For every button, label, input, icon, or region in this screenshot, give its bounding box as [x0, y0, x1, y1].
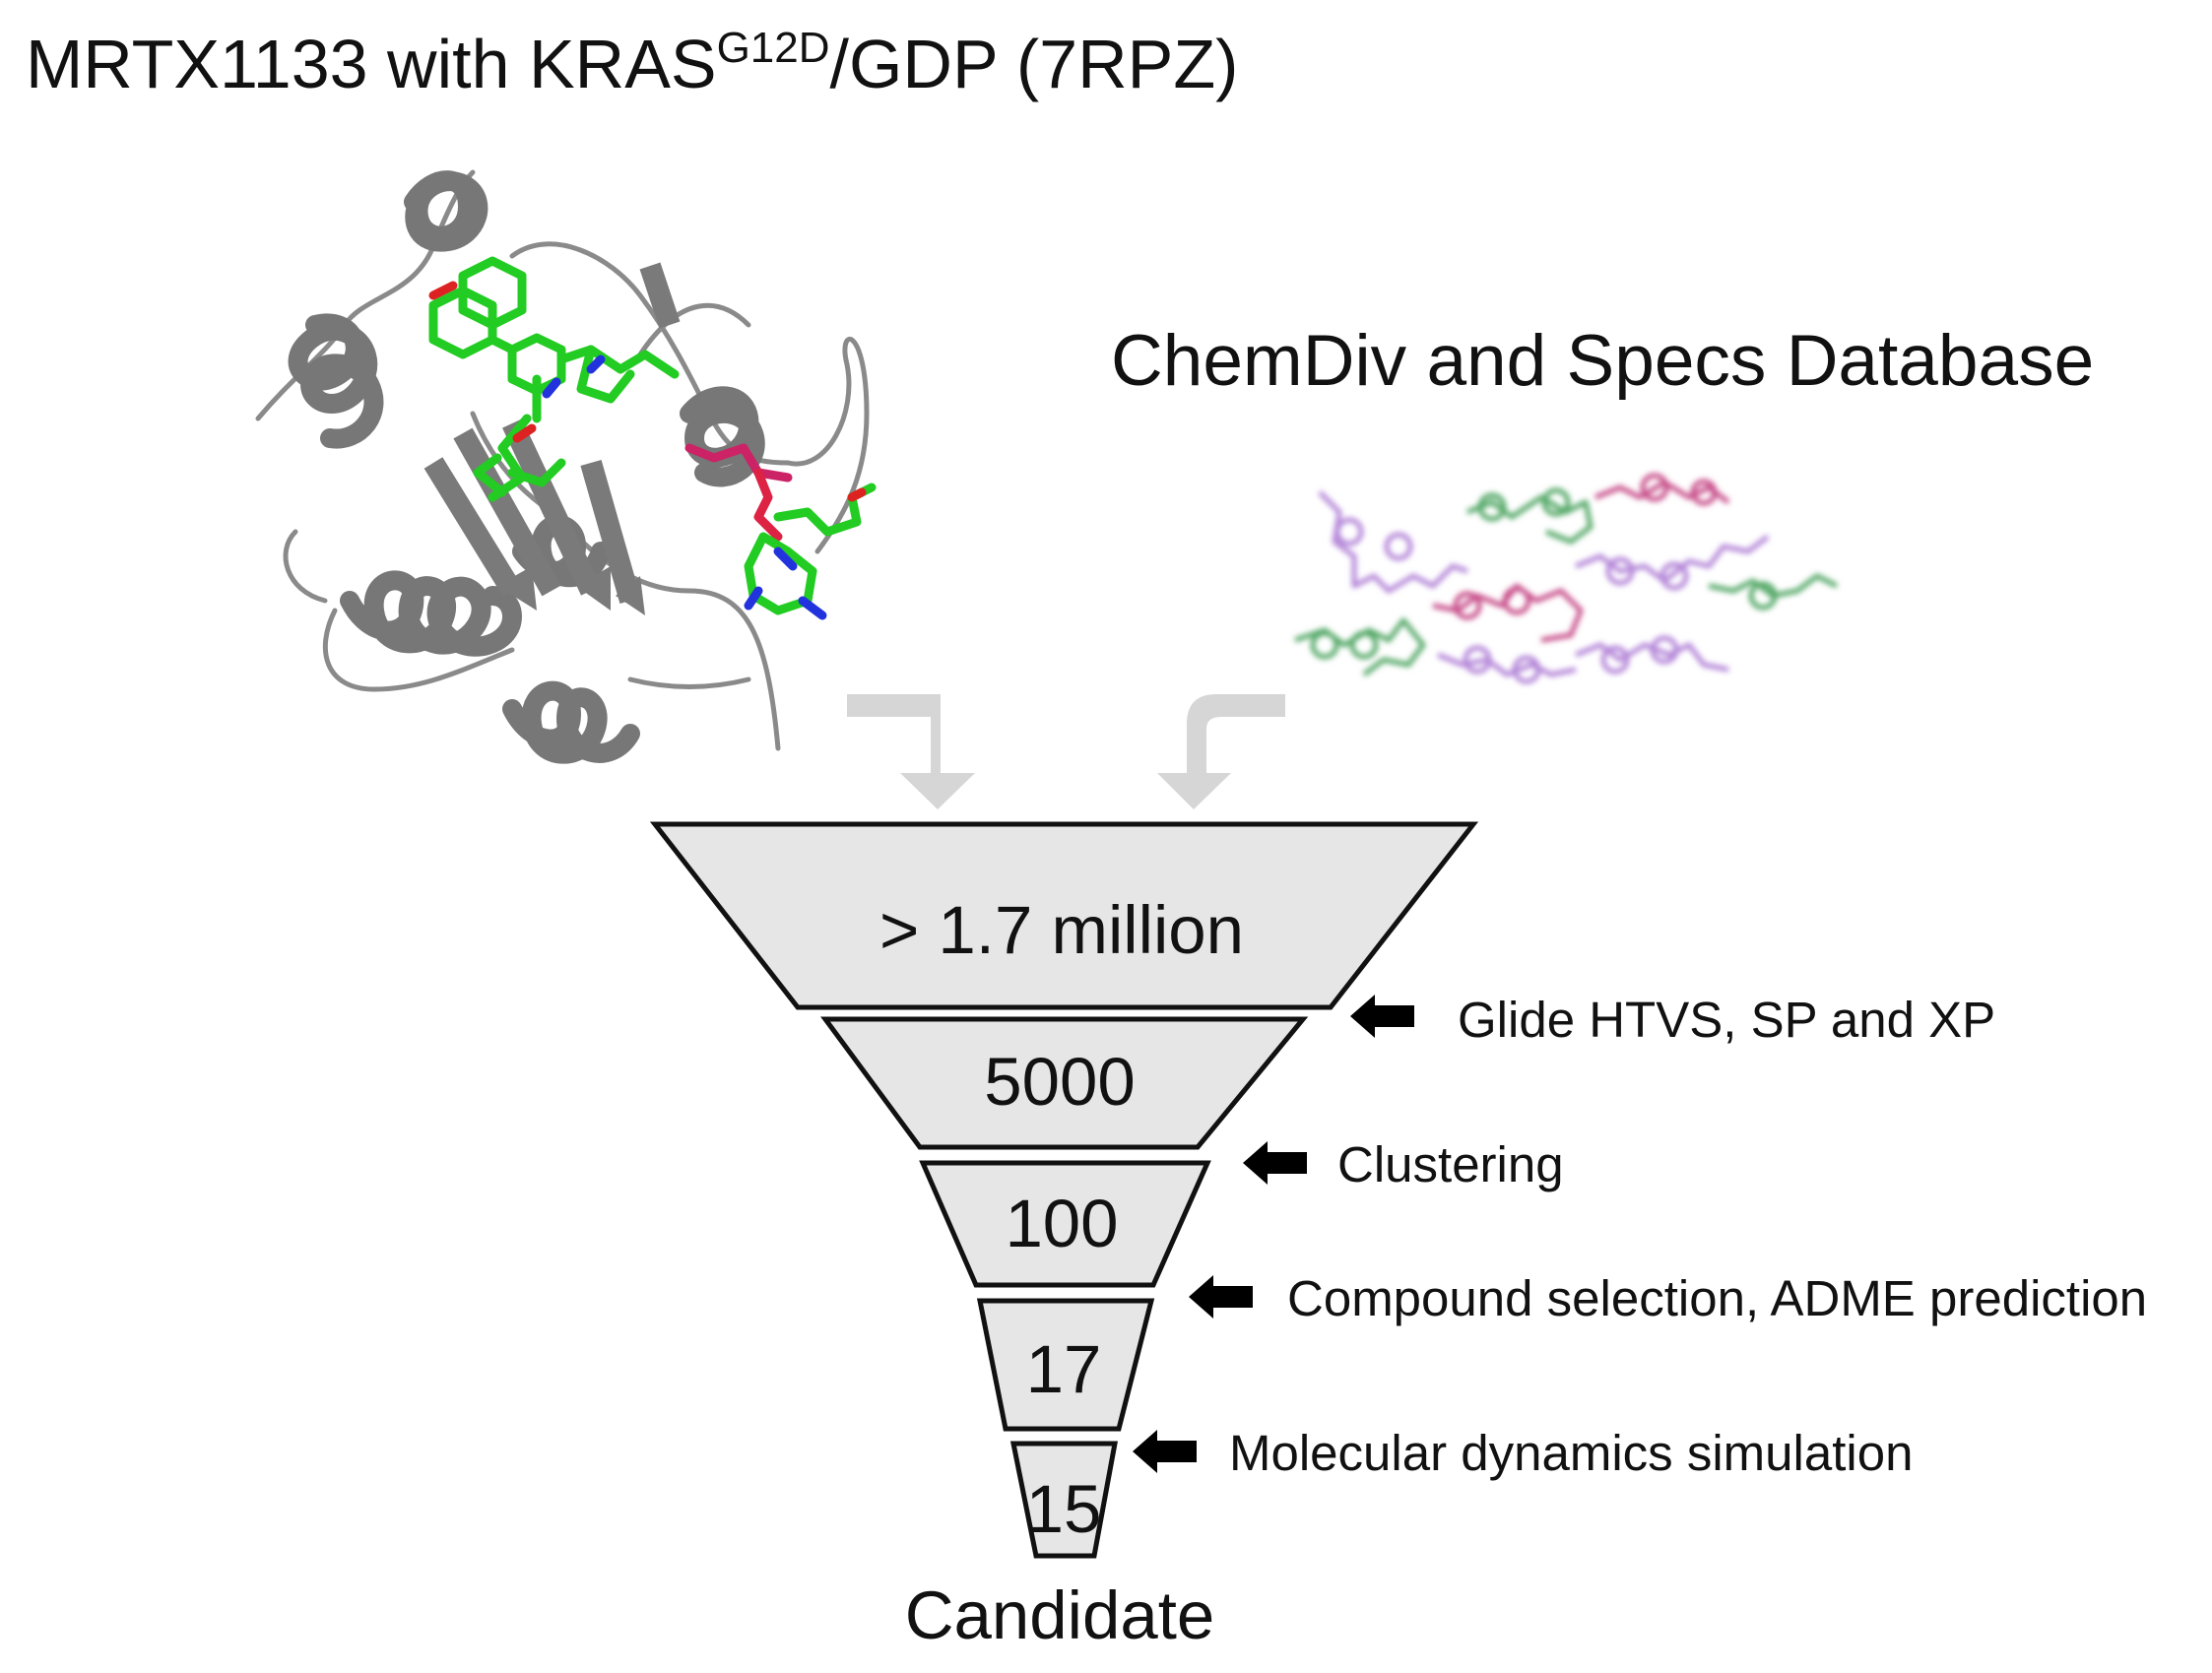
- step-label-docking: Glide HTVS, SP and XP: [1458, 992, 1995, 1048]
- step-arrows: [1133, 995, 1414, 1473]
- funnel-stage-3: [919, 1160, 1211, 1288]
- step-arrow-4: [1133, 1430, 1197, 1473]
- database-title: ChemDiv and Specs Database: [1111, 321, 2095, 401]
- flow-arrows: [847, 694, 1285, 809]
- funnel-stage-2: [820, 1016, 1309, 1150]
- count-stage-2: 5000: [984, 1044, 1136, 1120]
- title-tail: /GDP (7RPZ): [829, 26, 1239, 102]
- funnel-stage-5: [1009, 1441, 1119, 1559]
- screening-funnel: [649, 821, 1479, 1559]
- step-label-adme: Compound selection, ADME prediction: [1287, 1270, 2147, 1326]
- count-stage-3: 100: [1005, 1186, 1118, 1261]
- funnel-stage-1: [649, 821, 1479, 1010]
- step-arrow-2: [1243, 1141, 1307, 1185]
- step-arrow-1: [1350, 995, 1414, 1038]
- step-label-md: Molecular dynamics simulation: [1229, 1425, 1913, 1481]
- left-flow-arrow: [847, 694, 975, 809]
- funnel-stage-4: [976, 1298, 1155, 1432]
- funnel-counts: > 1.7 million 5000 100 17 15 Candidate: [879, 892, 1244, 1653]
- step-labels: Glide HTVS, SP and XP Clustering Compoun…: [1229, 992, 2147, 1481]
- compound-library-illustration: [1294, 473, 1839, 684]
- candidate-label: Candidate: [905, 1577, 1215, 1653]
- figure-title: MRTX1133 with KRASG12D/GDP (7RPZ): [26, 20, 1238, 108]
- right-flow-arrow: [1157, 694, 1285, 809]
- protein-structure-illustration: [255, 169, 877, 764]
- title-superscript: G12D: [716, 24, 830, 72]
- step-label-clustering: Clustering: [1337, 1136, 1564, 1192]
- count-stage-1: > 1.7 million: [879, 892, 1244, 968]
- title-main: MRTX1133 with KRAS: [26, 26, 717, 102]
- step-arrow-3: [1189, 1275, 1253, 1319]
- count-stage-5: 15: [1026, 1471, 1102, 1547]
- count-stage-4: 17: [1026, 1331, 1102, 1407]
